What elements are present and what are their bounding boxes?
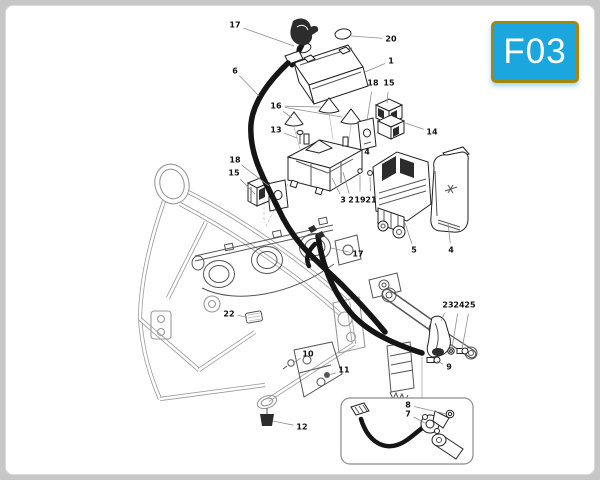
leader-line <box>364 63 386 73</box>
leader-line <box>401 121 424 130</box>
callout-22[interactable]: 22 <box>223 310 234 319</box>
terminal-covers <box>284 28 362 150</box>
battery <box>293 44 369 105</box>
rear-linkage <box>368 272 478 360</box>
callout-12[interactable]: 12 <box>296 423 307 432</box>
switch-cable <box>358 416 428 449</box>
callout-7[interactable]: 7 <box>405 410 411 419</box>
figure-code-label: F03 <box>503 32 567 71</box>
battery-cable <box>248 60 388 335</box>
rubber-pad <box>334 28 352 40</box>
callout-19[interactable]: 19 <box>354 196 366 205</box>
callout-21[interactable]: 21 <box>365 196 377 205</box>
leader-line <box>440 312 445 322</box>
leader-line <box>243 27 295 47</box>
battery-tray <box>286 130 373 196</box>
battery-terminal <box>338 46 351 55</box>
bolt <box>426 357 435 363</box>
bolt <box>296 130 304 135</box>
ecu <box>372 151 432 239</box>
sidestand-plate <box>245 310 343 426</box>
leader-line <box>447 222 451 244</box>
callout-25[interactable]: 25 <box>464 301 476 310</box>
screw <box>357 168 363 174</box>
leader-line <box>239 75 260 97</box>
logo-mark <box>444 184 458 194</box>
frame-id-plate <box>245 310 263 324</box>
callout-8[interactable]: 8 <box>405 401 411 410</box>
leader-line <box>436 360 444 365</box>
sidestand-switch-bracket <box>421 315 469 398</box>
callout-5[interactable]: 5 <box>411 246 417 255</box>
ecu-bracket <box>430 146 470 233</box>
callout-9[interactable]: 9 <box>446 363 452 372</box>
leader-line <box>413 416 426 424</box>
left-relay-bracket <box>246 177 289 212</box>
parts-diagram: 1720161815141613181543219215417221011122… <box>137 18 478 465</box>
screw <box>367 170 373 176</box>
leader-line <box>239 178 256 195</box>
figure-code-badge: F03 <box>491 21 579 83</box>
callout-24[interactable]: 24 <box>453 301 465 310</box>
right-relays <box>357 98 406 151</box>
leader-line <box>284 107 343 118</box>
callout-6[interactable]: 6 <box>232 67 238 76</box>
callout-4[interactable]: 4 <box>364 148 370 157</box>
leader-line <box>404 222 413 245</box>
leader-line <box>366 91 372 122</box>
callout-14[interactable]: 14 <box>426 128 438 137</box>
callout-10[interactable]: 10 <box>302 350 314 359</box>
tray-post <box>342 136 349 147</box>
callout-23[interactable]: 23 <box>442 301 453 310</box>
leader-line <box>451 313 458 349</box>
leader-lines <box>237 27 469 426</box>
leader-line <box>369 176 371 192</box>
callout-2[interactable]: 2 <box>348 196 354 205</box>
callout-16[interactable]: 16 <box>270 102 282 111</box>
inset-box <box>340 397 474 465</box>
callout-15[interactable]: 15 <box>228 169 240 178</box>
leader-line <box>328 372 336 376</box>
wiring-cables <box>248 18 425 356</box>
callout-15[interactable]: 15 <box>383 79 395 88</box>
leader-line <box>386 91 389 104</box>
leader-line <box>284 105 322 108</box>
battery-terminal <box>303 54 316 63</box>
callout-3[interactable]: 3 <box>340 196 346 205</box>
callout-20[interactable]: 20 <box>385 35 397 44</box>
tray-post <box>303 133 310 145</box>
leader-line <box>461 313 469 350</box>
leader-line <box>330 247 350 253</box>
terminal-cover <box>290 18 319 46</box>
leader-line <box>284 132 298 139</box>
leader-line <box>292 358 301 364</box>
callout-13[interactable]: 13 <box>270 126 281 135</box>
leader-line <box>241 164 270 187</box>
callout-18[interactable]: 18 <box>367 79 379 88</box>
callout-17[interactable]: 17 <box>229 21 240 30</box>
callout-1[interactable]: 1 <box>388 57 394 66</box>
motorcycle-frame <box>137 163 366 410</box>
callout-17[interactable]: 17 <box>352 250 363 259</box>
throttle-bodies <box>191 216 362 297</box>
leader-line <box>272 420 294 426</box>
harness-cable <box>315 233 425 356</box>
leader-line <box>342 171 350 194</box>
callout-4[interactable]: 4 <box>448 246 454 255</box>
leader-line <box>331 177 341 195</box>
callout-18[interactable]: 18 <box>229 156 241 165</box>
callout-11[interactable]: 11 <box>338 366 350 375</box>
tray-bracket <box>304 139 334 154</box>
leader-line <box>350 35 383 39</box>
leader-line <box>414 406 447 415</box>
leader-line <box>282 110 293 119</box>
leader-line <box>237 315 248 318</box>
connector <box>350 402 370 416</box>
